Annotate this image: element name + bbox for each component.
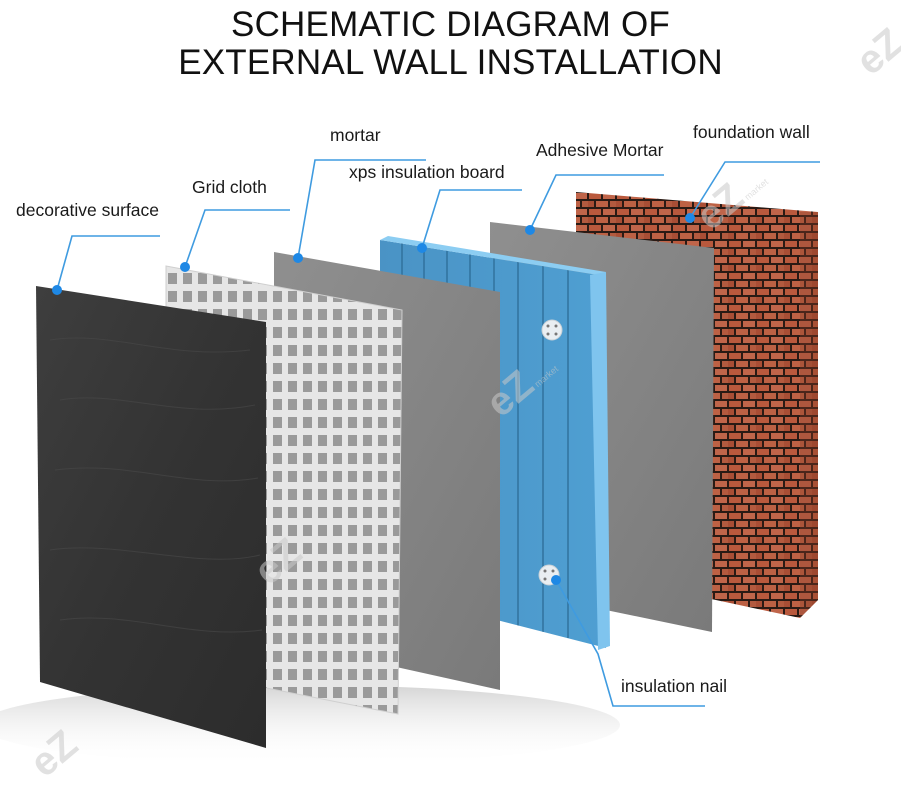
dot-xps-board	[417, 243, 427, 253]
title-line-1: SCHEMATIC DIAGRAM OF	[231, 5, 670, 44]
leader-xps-board	[421, 189, 522, 249]
dot-adhesive-mortar	[525, 225, 535, 235]
leader-dots	[52, 213, 695, 585]
label-adhesive-mortar: Adhesive Mortar	[536, 140, 664, 160]
leader-mortar	[297, 159, 426, 259]
title-line-2: EXTERNAL WALL INSTALLATION	[178, 43, 723, 82]
leader-decorative-surface	[56, 235, 160, 291]
dot-foundation-wall	[685, 213, 695, 223]
dot-grid-cloth	[180, 262, 190, 272]
leader-insulation-nail	[555, 579, 705, 707]
label-xps-insulation-board: xps insulation board	[349, 162, 505, 182]
label-insulation-nail: insulation nail	[621, 676, 728, 696]
wall-layers-illustration	[0, 159, 820, 763]
dot-insulation-nail	[551, 575, 561, 585]
label-foundation-wall: foundation wall	[693, 122, 810, 142]
diagram-title: SCHEMATIC DIAGRAM OF EXTERNAL WALL INSTA…	[0, 6, 901, 82]
label-decorative-surface: decorative surface	[16, 200, 159, 220]
leader-foundation-wall	[689, 161, 820, 219]
label-grid-cloth: Grid cloth	[192, 177, 267, 197]
leader-grid-cloth	[184, 209, 290, 268]
dot-decorative-surface	[52, 285, 62, 295]
decorative-surface-layer	[36, 286, 266, 748]
label-mortar: mortar	[330, 125, 381, 145]
insulation-nail-upper	[541, 319, 563, 341]
leader-adhesive-mortar	[529, 174, 664, 231]
leader-lines	[56, 159, 820, 707]
dot-mortar	[293, 253, 303, 263]
